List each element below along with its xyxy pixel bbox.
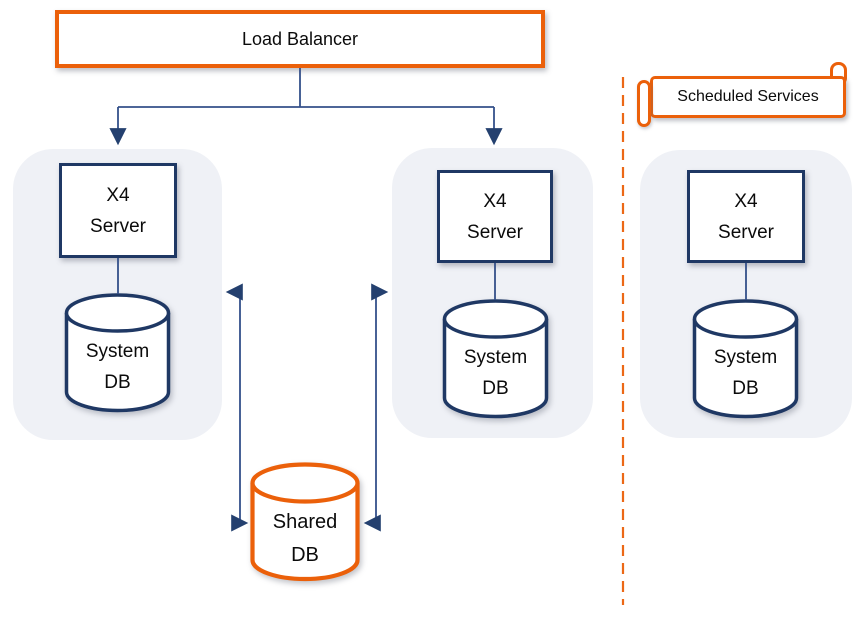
- x4-server-box-middle: X4 Server: [437, 170, 553, 263]
- system-db-cylinder-left: System DB: [64, 293, 171, 413]
- load-balancer-box: Load Balancer: [55, 10, 545, 68]
- system-db-label: System DB: [463, 347, 528, 399]
- system-db-label: System DB: [85, 341, 150, 393]
- x4-server-box-left: X4 Server: [59, 163, 177, 258]
- left-cluster-shared-db-arrow: [225, 283, 249, 532]
- x4-server-label: X4 Server: [718, 190, 774, 243]
- database-cylinder-icon: [692, 299, 799, 419]
- scheduled-services-banner: Scheduled Services: [650, 76, 846, 118]
- x4-server-label: X4 Server: [467, 190, 523, 243]
- database-cylinder-icon: [64, 293, 171, 413]
- database-cylinder-icon: [442, 299, 549, 419]
- shared-db-label: Shared DB: [272, 510, 338, 566]
- x4-server-label: X4 Server: [90, 184, 146, 237]
- scroll-capsule-shape: [637, 80, 651, 127]
- database-cylinder-icon: [250, 462, 360, 582]
- x4-server-box-scheduled: X4 Server: [687, 170, 805, 263]
- scheduled-services-label: Scheduled Services: [677, 88, 819, 105]
- load-balancer-label: Load Balancer: [241, 28, 359, 49]
- system-db-cylinder-middle: System DB: [442, 299, 549, 419]
- system-db-label: System DB: [713, 347, 778, 399]
- shared-db-cylinder: Shared DB: [250, 462, 360, 583]
- system-db-cylinder-scheduled: System DB: [692, 299, 799, 419]
- middle-cluster-shared-db-arrow: [363, 283, 389, 532]
